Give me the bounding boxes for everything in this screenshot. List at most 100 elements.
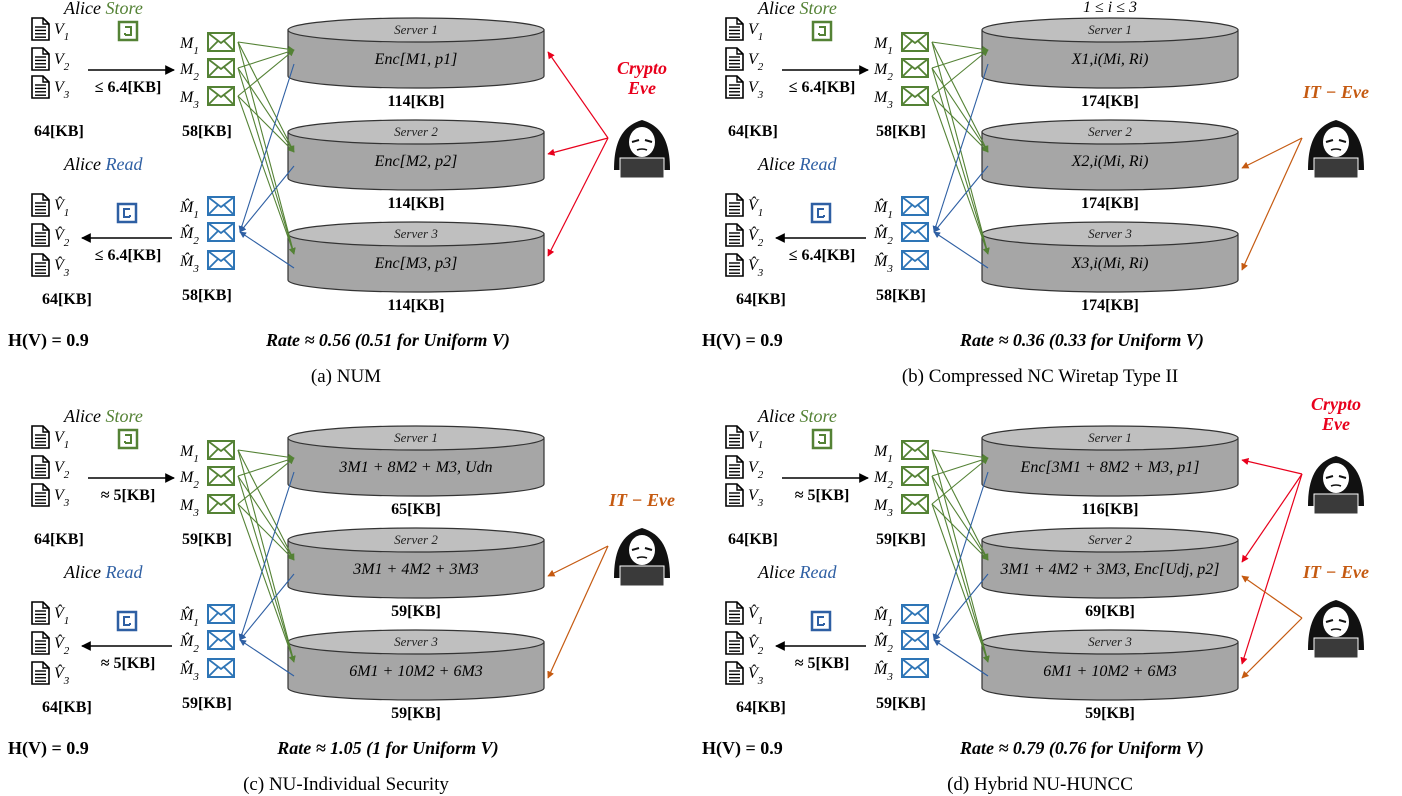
store-link (931, 449, 990, 663)
eve-link (547, 545, 609, 679)
server-size: 69[KB] (1085, 603, 1135, 620)
store-link (237, 503, 295, 561)
server-size: 174[KB] (1081, 195, 1139, 212)
eve-link (1240, 473, 1303, 665)
server-content: 3M1 + 4M2 + 3M3, Enc[Udj, p2] (1000, 561, 1220, 578)
store-arrow-label: ≤ 6.4[KB] (789, 79, 856, 96)
store-link (931, 457, 989, 505)
document-icon (31, 17, 50, 41)
read-arrow-label: ≈ 5[KB] (101, 655, 156, 672)
read-file-label: V̂1 (54, 195, 69, 219)
decode-box-icon (810, 202, 832, 224)
server-label: Server 1 (394, 22, 438, 37)
server-cylinder (287, 221, 545, 293)
message-label: M2 (873, 61, 893, 83)
read-files-size: 64[KB] (42, 291, 92, 308)
store-link (237, 49, 295, 97)
envelope-icon (207, 86, 235, 106)
caption: (b) Compressed NC Wiretap Type II (902, 366, 1178, 387)
read-message-label: M̂3 (873, 659, 893, 683)
envelope-icon (901, 58, 929, 78)
store-link (237, 503, 296, 663)
read-messages-size: 58[KB] (876, 287, 926, 304)
store-link (931, 475, 989, 561)
file-label: V1 (54, 21, 69, 43)
document-icon (31, 455, 50, 479)
read-link (933, 165, 989, 233)
rate-label: Rate ≈ 1.05 (1 for Uniform V) (276, 738, 498, 759)
alice-read-header: Alice Read (757, 154, 837, 174)
server-label: Server 2 (1088, 532, 1132, 547)
rate-label: Rate ≈ 0.79 (0.76 for Uniform V) (959, 738, 1204, 759)
store-link (931, 48, 989, 69)
store-link (931, 503, 989, 561)
alice-store-header: Alice Store (63, 406, 143, 426)
server-size: 116[KB] (1082, 501, 1139, 518)
read-message-label: M̂2 (873, 631, 893, 655)
read-file-label: V̂3 (748, 255, 764, 279)
document-icon (725, 483, 744, 507)
hacker-icon (614, 120, 670, 179)
envelope-icon (901, 86, 929, 106)
envelope-icon (901, 604, 929, 624)
read-arrow-label: ≤ 6.4[KB] (95, 247, 162, 264)
file-label: V2 (54, 459, 70, 481)
store-link (931, 95, 990, 255)
envelope-icon (207, 222, 235, 242)
store-arrow-label: ≈ 5[KB] (795, 487, 850, 504)
alice-read-header: Alice Read (63, 154, 143, 174)
envelope-icon (207, 196, 235, 216)
document-icon (725, 661, 744, 685)
files-size: 64[KB] (728, 531, 778, 548)
alice-read-header: Alice Read (757, 562, 837, 582)
read-message-label: M̂3 (179, 251, 199, 275)
envelope-icon (207, 604, 235, 624)
server-content: 3M1 + 4M2 + 3M3 (352, 561, 479, 578)
server-content: 3M1 + 8M2 + M3, Udn (338, 459, 492, 476)
file-label: V2 (748, 51, 764, 73)
alice-store-header: Alice Store (757, 406, 837, 426)
envelope-icon (207, 630, 235, 650)
document-icon (725, 75, 744, 99)
read-arrow-label: ≈ 5[KB] (795, 655, 850, 672)
server-cylinder (981, 17, 1239, 89)
entropy-label: H(V) = 0.9 (702, 330, 783, 351)
eve-label: IT − Eve (608, 490, 675, 510)
entropy-label: H(V) = 0.9 (8, 330, 89, 351)
envelope-icon (207, 32, 235, 52)
read-link (933, 231, 989, 269)
envelope-icon (207, 658, 235, 678)
rate-label: Rate ≈ 0.36 (0.33 for Uniform V) (959, 330, 1204, 351)
store-link (237, 449, 295, 461)
caption: (c) NU-Individual Security (243, 774, 449, 795)
store-link (237, 456, 295, 477)
document-icon (31, 253, 50, 277)
eve-link (547, 545, 609, 577)
alice-store-header: Alice Store (757, 0, 837, 18)
server-content: Enc[M1, p1] (374, 51, 458, 68)
decode-box-icon (116, 610, 138, 632)
read-file-label: V̂2 (748, 633, 764, 657)
server-content: 6M1 + 10M2 + 6M3 (349, 663, 483, 680)
envelope-icon (901, 250, 929, 270)
message-label: M2 (179, 469, 199, 491)
store-link (931, 475, 990, 663)
entropy-label: H(V) = 0.9 (8, 738, 89, 759)
server-content: X3,i(Mi, Ri) (1071, 255, 1149, 272)
server-label: Server 2 (394, 124, 438, 139)
server-size: 59[KB] (391, 705, 441, 722)
eve-link (547, 137, 609, 156)
decode-box-icon (116, 202, 138, 224)
store-link (237, 449, 296, 663)
store-link (931, 41, 989, 153)
read-files-size: 64[KB] (736, 291, 786, 308)
server-cylinder (287, 119, 545, 191)
store-link (931, 449, 989, 561)
files-size: 64[KB] (34, 123, 84, 140)
encode-box-icon (811, 428, 833, 450)
store-link (237, 475, 295, 561)
encode-box-icon (811, 20, 833, 42)
read-files-size: 64[KB] (42, 699, 92, 716)
document-icon (31, 223, 50, 247)
